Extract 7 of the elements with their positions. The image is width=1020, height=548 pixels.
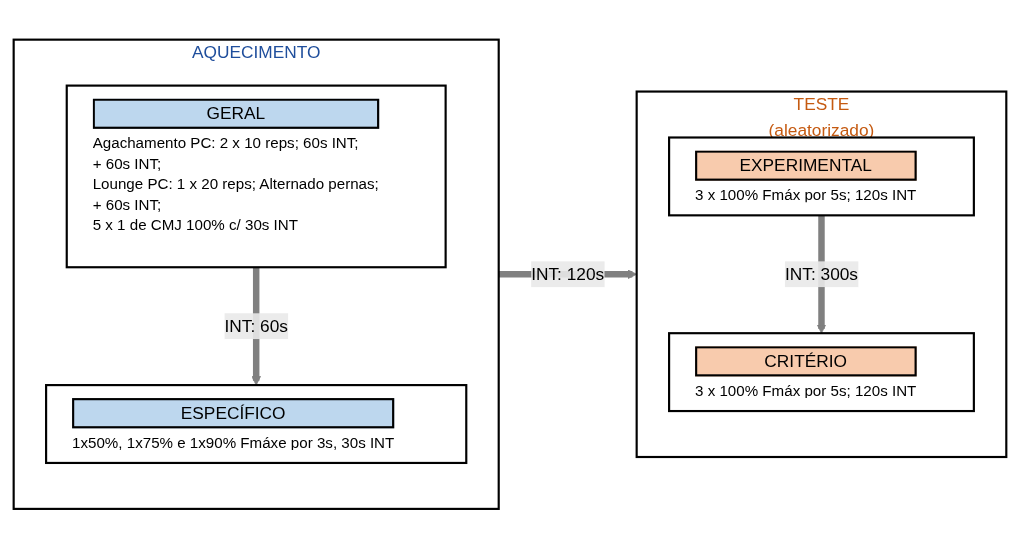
edge-label: INT: 60s [224,316,288,335]
edge-label: INT: 120s [531,264,605,283]
node-box: ESPECÍFICO 1x50%, 1x75% e 1x90% Fmáxe por 3s, 30s INT [45,383,468,464]
node-box: EXPERIMENTAL 3 x 100% Fmáx por 5s; 120s INT [668,136,975,217]
edge-label: INT: 300s [784,264,859,283]
node-box: CRITÉRIO 3 x 100% Fmáx por 5s; 120s INT [668,331,975,412]
node-box: GERAL Agachamento PC: 2 x 10 reps; 60s INT; + 60s INT; Lounge PC: 1 x 20 reps; Alternado pernas; + 60s INT; 5 x 1 de CMJ 100% c/ 30s INT [65,84,447,269]
